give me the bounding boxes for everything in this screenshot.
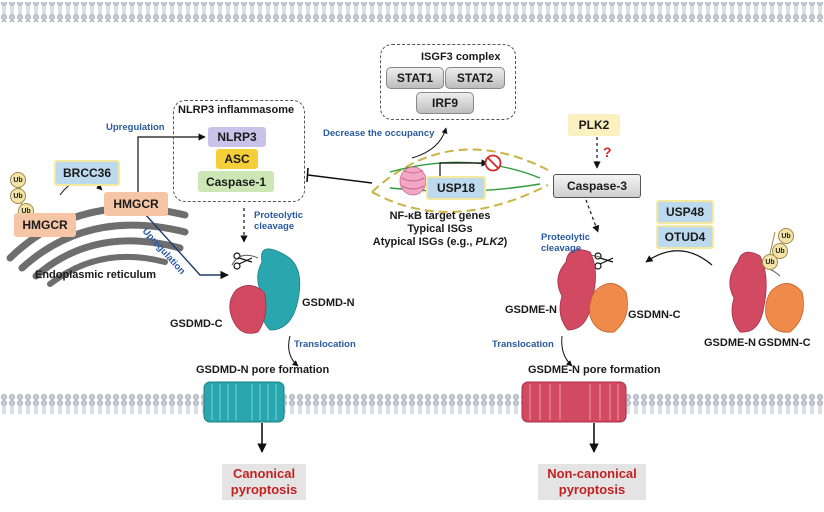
ub-icon: Ub	[778, 228, 794, 244]
usp18-box: USP18	[426, 176, 486, 200]
gene-line-2: Typical ISGs	[407, 223, 473, 235]
proteolytic-cleavage-label-left: Proteolytic cleavage	[254, 210, 304, 232]
hmgcr-box: HMGCR	[104, 192, 168, 216]
scissors-icon-right	[594, 252, 614, 270]
gsdme-protein-ubiquitinated	[729, 231, 804, 333]
isgf3-complex-container	[380, 44, 516, 120]
caspase-1-box: Caspase-1	[198, 171, 274, 192]
arrow-upregulation-nlrp3	[137, 133, 206, 192]
nlrp3-inflammasome-container	[173, 100, 305, 202]
gsdmn-c-label-right: GSDMN-C	[758, 337, 811, 349]
gsdmd-pore-label: GSDMD-N pore formation	[196, 364, 330, 376]
gsdme-protein	[557, 249, 628, 333]
plk2-box: PLK2	[568, 114, 620, 136]
otud4-box: OTUD4	[656, 225, 714, 249]
gsdmd-n-label: GSDMD-N	[302, 297, 355, 309]
er-label: Endoplasmic reticulum	[35, 269, 157, 281]
upregulation-label-top: Upregulation	[106, 122, 165, 133]
gsdmd-pore	[203, 381, 285, 453]
hmgcr-ub-box: HMGCR	[14, 213, 76, 237]
bottom-membrane	[0, 394, 824, 414]
noncanonical-pyroptosis-label: Non-canonical pyroptosis	[538, 464, 646, 500]
irf9-box: IRF9	[416, 92, 474, 114]
gsdme-pore	[521, 381, 627, 453]
arrow-upregulation-gsdmd	[144, 213, 229, 280]
gsdmd-protein	[229, 248, 301, 334]
nlrp3-box: NLRP3	[208, 127, 266, 147]
stat2-box: STAT2	[445, 67, 505, 89]
isgf3-title: ISGF3 complex	[421, 51, 501, 63]
gene-list: NF-κB target genes Typical ISGs Atypical…	[366, 210, 514, 249]
decrease-occupancy-label: Decrease the occupancy	[323, 128, 435, 139]
gsdme-pore-label: GSDME-N pore formation	[528, 364, 661, 376]
translocation-label-left: Translocation	[294, 339, 356, 350]
nucleus-arc	[371, 148, 549, 213]
gene-line-3: Atypical ISGs (e.g., PLK2)	[372, 236, 508, 248]
stat1-box: STAT1	[386, 67, 444, 89]
ub-icon: Ub	[772, 243, 788, 259]
gsdme-n-label: GSDME-N	[505, 304, 557, 316]
inflammasome-title: NLRP3 inflammasome	[178, 104, 295, 116]
asc-box: ASC	[216, 149, 258, 169]
ub-icon: Ub	[10, 188, 26, 204]
gsdme-n-label-right: GSDME-N	[704, 337, 756, 349]
gsdmn-c-label: GSDMN-C	[628, 309, 681, 321]
ub-icon: Ub	[10, 172, 26, 188]
top-membrane	[0, 2, 824, 22]
caspase-3-box: Caspase-3	[553, 174, 641, 198]
canonical-pyroptosis-label: Canonical pyroptosis	[222, 464, 306, 500]
usp48-box: USP48	[656, 200, 714, 224]
translocation-label-right: Translocation	[492, 339, 554, 350]
gene-line-1: NF-κB target genes	[389, 210, 491, 222]
brcc36-box: BRCC36	[54, 160, 120, 186]
proteolytic-cleavage-label-right: Proteolytic cleavage	[541, 232, 591, 254]
question-mark: ?	[603, 144, 612, 160]
ub-icon: Ub	[762, 254, 778, 270]
scissors-icon-left	[233, 252, 253, 270]
gsdmd-c-label: GSDMD-C	[170, 318, 223, 330]
